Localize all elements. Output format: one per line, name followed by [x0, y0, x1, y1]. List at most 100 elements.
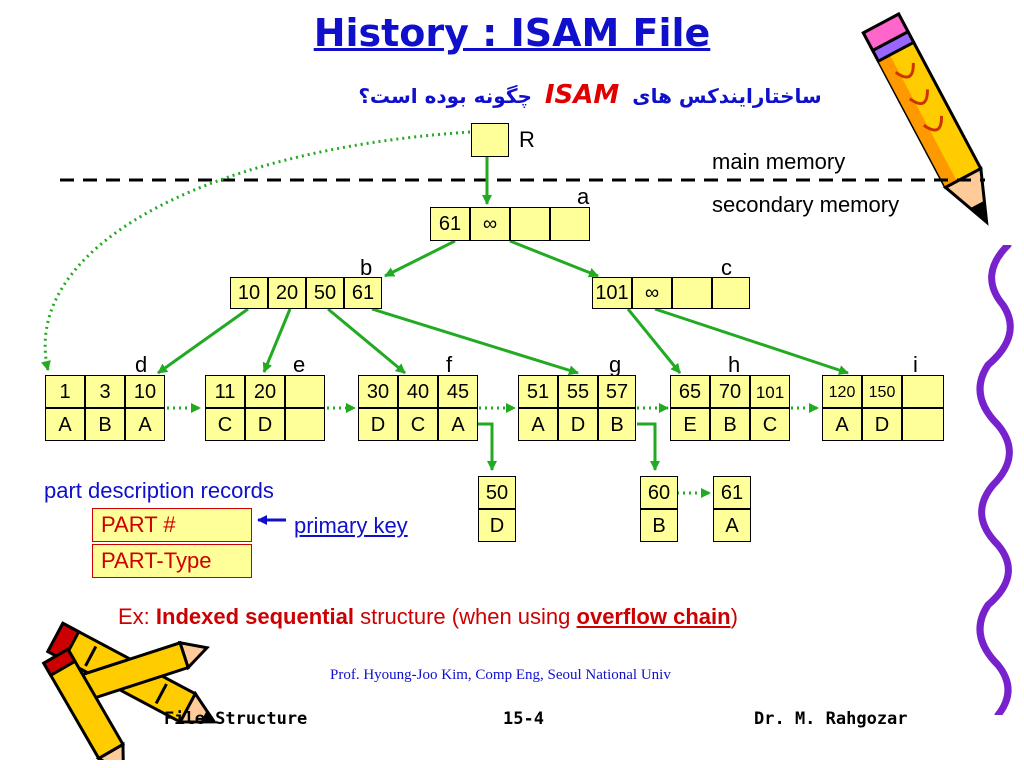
leaf-i-key: 150: [862, 375, 902, 408]
leaf-g-type: B: [598, 408, 636, 441]
leaf-f-type: A: [438, 408, 478, 441]
arrow-c-i: [654, 307, 849, 375]
leaf-e-type: D: [245, 408, 285, 441]
leaf-d-type: A: [125, 408, 165, 441]
legend-part-type: PART-Type: [92, 544, 252, 578]
leaf-h-key: 70: [710, 375, 750, 408]
leaf-i-type: A: [822, 408, 862, 441]
legend-heading: part description records: [44, 478, 274, 503]
leaf-e-type: [285, 408, 325, 441]
chain-r-d: [41, 130, 471, 371]
footer-left: File Structure: [164, 709, 308, 729]
arrow-b-e: [262, 308, 292, 373]
root-pointer-box: [471, 123, 509, 157]
leaf-f-label: f: [446, 352, 453, 377]
overflow-f: [478, 422, 497, 471]
leaf-d-type: B: [85, 408, 125, 441]
node-a-label: a: [577, 184, 590, 209]
leaf-d-key: 3: [85, 375, 125, 408]
node-b-cell: 61: [344, 277, 382, 309]
squiggle-border: [976, 245, 1014, 715]
leaf-e-label: e: [293, 352, 306, 377]
leaf-i-type: D: [862, 408, 902, 441]
leaf-g-key: 51: [518, 375, 558, 408]
example-bold: Indexed sequential: [155, 604, 354, 629]
leaf-d-key: 10: [125, 375, 165, 408]
footer-center: 15-4: [503, 709, 544, 729]
node-b-cell: 20: [268, 277, 306, 309]
legend-part-number: PART #: [92, 508, 252, 542]
arrow-b-f: [327, 307, 406, 375]
leaf-f-key: 40: [398, 375, 438, 408]
node-c-cell: ∞: [632, 277, 672, 309]
leaf-i-type: [902, 408, 944, 441]
node-a-cell: 61: [430, 207, 470, 241]
pencil-icon: [861, 12, 989, 226]
subtitle: ساختارایندکس های ISAM چگونه بوده است؟: [300, 80, 880, 110]
overflow-type: A: [713, 509, 751, 542]
page-title: History : ISAM File: [313, 11, 711, 55]
arrow-a-b: [384, 239, 456, 278]
leaf-h-type: E: [670, 408, 710, 441]
node-c-cell: [672, 277, 712, 309]
secondary-memory-label: secondary memory: [712, 192, 900, 217]
leaf-h-key: 101: [750, 375, 790, 408]
leaf-i-label: i: [913, 352, 918, 377]
overflow-key: 61: [713, 476, 751, 509]
subtitle-after: چگونه بوده است؟: [358, 84, 532, 108]
node-a-cell: [550, 207, 590, 241]
leaf-e-key: [285, 375, 325, 408]
leaf-d-type: A: [45, 408, 85, 441]
leaf-f-type: C: [398, 408, 438, 441]
node-a-cell: [510, 207, 550, 241]
footer-right: Dr. M. Rahgozar: [754, 709, 908, 729]
arrow-b-d: [157, 307, 249, 375]
overflow-key: 60: [640, 476, 678, 509]
node-a-cell: ∞: [470, 207, 510, 241]
overflow-key: 50: [478, 476, 516, 509]
crayon-icon: [41, 621, 218, 760]
leaf-e-key: 20: [245, 375, 285, 408]
arrow-c-h: [626, 308, 682, 374]
node-c-cell: 101: [592, 277, 632, 309]
leaf-d-key: 1: [45, 375, 85, 408]
leaf-d-label: d: [135, 352, 148, 377]
leaf-h-label: h: [728, 352, 741, 377]
leaf-g-label: g: [609, 352, 622, 377]
leaf-h-type: C: [750, 408, 790, 441]
root-label: R: [519, 127, 535, 152]
primary-key-label: primary key: [294, 513, 408, 538]
example-middle: structure (when using: [353, 604, 577, 629]
leaf-g-key: 57: [598, 375, 636, 408]
example-suffix: ): [730, 604, 738, 629]
overflow-type: B: [640, 509, 678, 542]
credit: Prof. Hyoung-Joo Kim, Comp Eng, Seoul Na…: [330, 667, 671, 683]
node-b-cell: 10: [230, 277, 268, 309]
example-prefix: Ex:: [118, 604, 156, 629]
example-link: overflow chain: [576, 604, 731, 629]
arrow-a-c: [509, 239, 599, 278]
node-b-label: b: [360, 255, 373, 280]
leaf-h-key: 65: [670, 375, 710, 408]
subtitle-key: ISAM: [544, 80, 620, 110]
leaf-f-key: 45: [438, 375, 478, 408]
main-memory-label: main memory: [712, 149, 846, 174]
node-c-cell: [712, 277, 750, 309]
overflow-g: [637, 422, 660, 471]
leaf-g-key: 55: [558, 375, 598, 408]
node-c-label: c: [721, 255, 732, 280]
example-line: Ex: Indexed sequential structure (when u…: [118, 606, 738, 628]
subtitle-before: ساختارایندکس های: [632, 84, 822, 108]
leaf-g-type: A: [518, 408, 558, 441]
leaf-h-type: B: [710, 408, 750, 441]
leaf-f-key: 30: [358, 375, 398, 408]
leaf-i-key: [902, 375, 944, 408]
leaf-i-key: 120: [822, 375, 862, 408]
arrow-b-g: [371, 307, 579, 376]
node-b-cell: 50: [306, 277, 344, 309]
leaf-e-key: 11: [205, 375, 245, 408]
overflow-type: D: [478, 509, 516, 542]
leaf-e-type: C: [205, 408, 245, 441]
leaf-f-type: D: [358, 408, 398, 441]
